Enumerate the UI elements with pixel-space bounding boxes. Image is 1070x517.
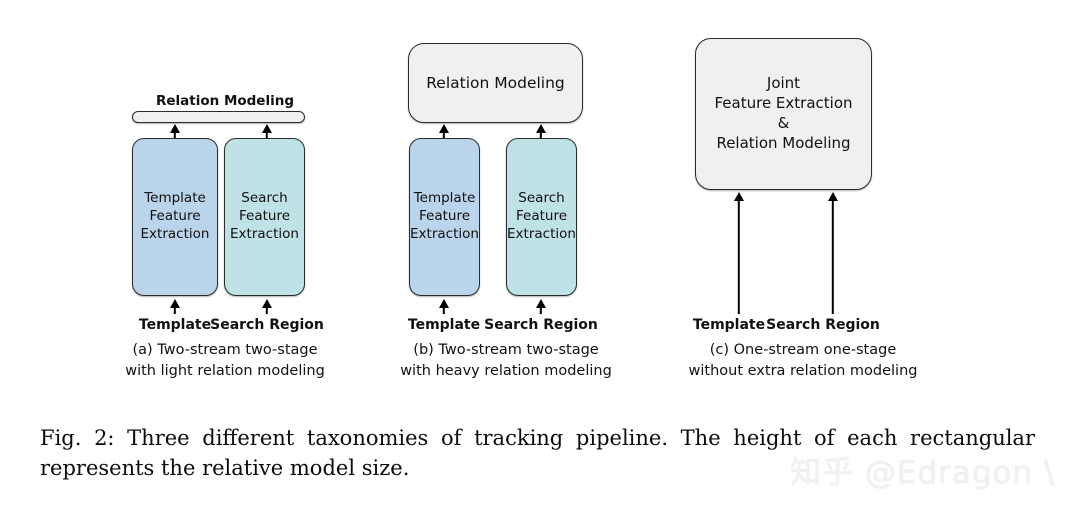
arrow-shaft xyxy=(173,131,177,138)
arrow-template-input-c xyxy=(733,192,745,314)
arrow-shaft xyxy=(265,306,269,314)
arrow-shaft xyxy=(831,199,835,314)
arrow-search-input-a xyxy=(261,299,273,314)
box-label: Relation Modeling xyxy=(426,73,565,92)
arrow-search-input-c xyxy=(827,192,839,314)
figure-caption: Fig. 2: Three different taxonomies of tr… xyxy=(40,426,1035,480)
arrow-search-to-relation-a xyxy=(261,124,273,138)
input-label-search-region-b: Search Region xyxy=(484,317,598,333)
arrow-head-icon xyxy=(439,124,449,133)
input-label-template-a: Template xyxy=(138,317,212,333)
arrow-head-icon xyxy=(170,124,180,133)
relation-modeling-bar xyxy=(132,111,305,123)
arrow-template-input-b xyxy=(438,299,450,314)
input-label-template-c: Template xyxy=(692,317,766,333)
input-label-template-b: Template xyxy=(407,317,481,333)
box-label: Search Feature Extraction xyxy=(230,190,299,242)
arrow-shaft xyxy=(539,131,543,138)
arrow-head-icon xyxy=(828,192,838,201)
arrow-template-input-a xyxy=(169,299,181,314)
box-template-feature-extraction-b: Template Feature Extraction xyxy=(409,138,480,296)
box-search-feature-extraction-b: Search Feature Extraction xyxy=(506,138,577,296)
arrow-search-to-relation-b xyxy=(535,124,547,138)
panel-one-stream: Joint Feature Extraction & Relation Mode… xyxy=(660,0,940,410)
arrow-head-icon xyxy=(536,124,546,133)
arrow-head-icon xyxy=(262,124,272,133)
arrow-template-to-relation-b xyxy=(438,124,450,138)
arrow-search-input-b xyxy=(535,299,547,314)
box-search-feature-extraction-a: Search Feature Extraction xyxy=(224,138,305,296)
box-relation-modeling-b: Relation Modeling xyxy=(408,43,583,123)
arrow-shaft xyxy=(265,131,269,138)
subcaption-a: (a) Two-stream two-stage with light rela… xyxy=(125,342,325,380)
relation-modeling-label-a: Relation Modeling xyxy=(155,93,294,109)
input-label-search-region-c: Search Region xyxy=(766,317,880,333)
arrow-template-to-relation-a xyxy=(169,124,181,138)
arrow-shaft xyxy=(173,306,177,314)
box-label: Template Feature Extraction xyxy=(140,190,210,242)
box-template-feature-extraction-a: Template Feature Extraction xyxy=(132,138,218,296)
arrow-shaft xyxy=(442,306,446,314)
panel-two-stream-heavy: Relation Modeling Template Feature Extra… xyxy=(375,0,635,410)
panel-two-stream-light: Relation Modeling Template Feature Extra… xyxy=(95,0,355,410)
figure-canvas: Relation Modeling Template Feature Extra… xyxy=(95,0,940,410)
arrow-shaft xyxy=(737,199,741,314)
box-label: Template Feature Extraction xyxy=(410,190,479,242)
arrow-shaft xyxy=(442,131,446,138)
input-label-search-region-a: Search Region xyxy=(210,317,324,333)
arrow-shaft xyxy=(539,306,543,314)
box-label: Search Feature Extraction xyxy=(507,190,576,242)
arrow-head-icon xyxy=(734,192,744,201)
box-joint-feature-extraction-relation-modeling: Joint Feature Extraction & Relation Mode… xyxy=(695,38,872,190)
arrow-head-icon xyxy=(170,299,180,308)
subcaption-b: (b) Two-stream two-stage with heavy rela… xyxy=(400,342,612,380)
arrow-head-icon xyxy=(439,299,449,308)
box-label: Joint Feature Extraction & Relation Mode… xyxy=(714,74,853,152)
arrow-head-icon xyxy=(536,299,546,308)
subcaption-c: (c) One-stream one-stage without extra r… xyxy=(688,342,918,380)
arrow-head-icon xyxy=(262,299,272,308)
